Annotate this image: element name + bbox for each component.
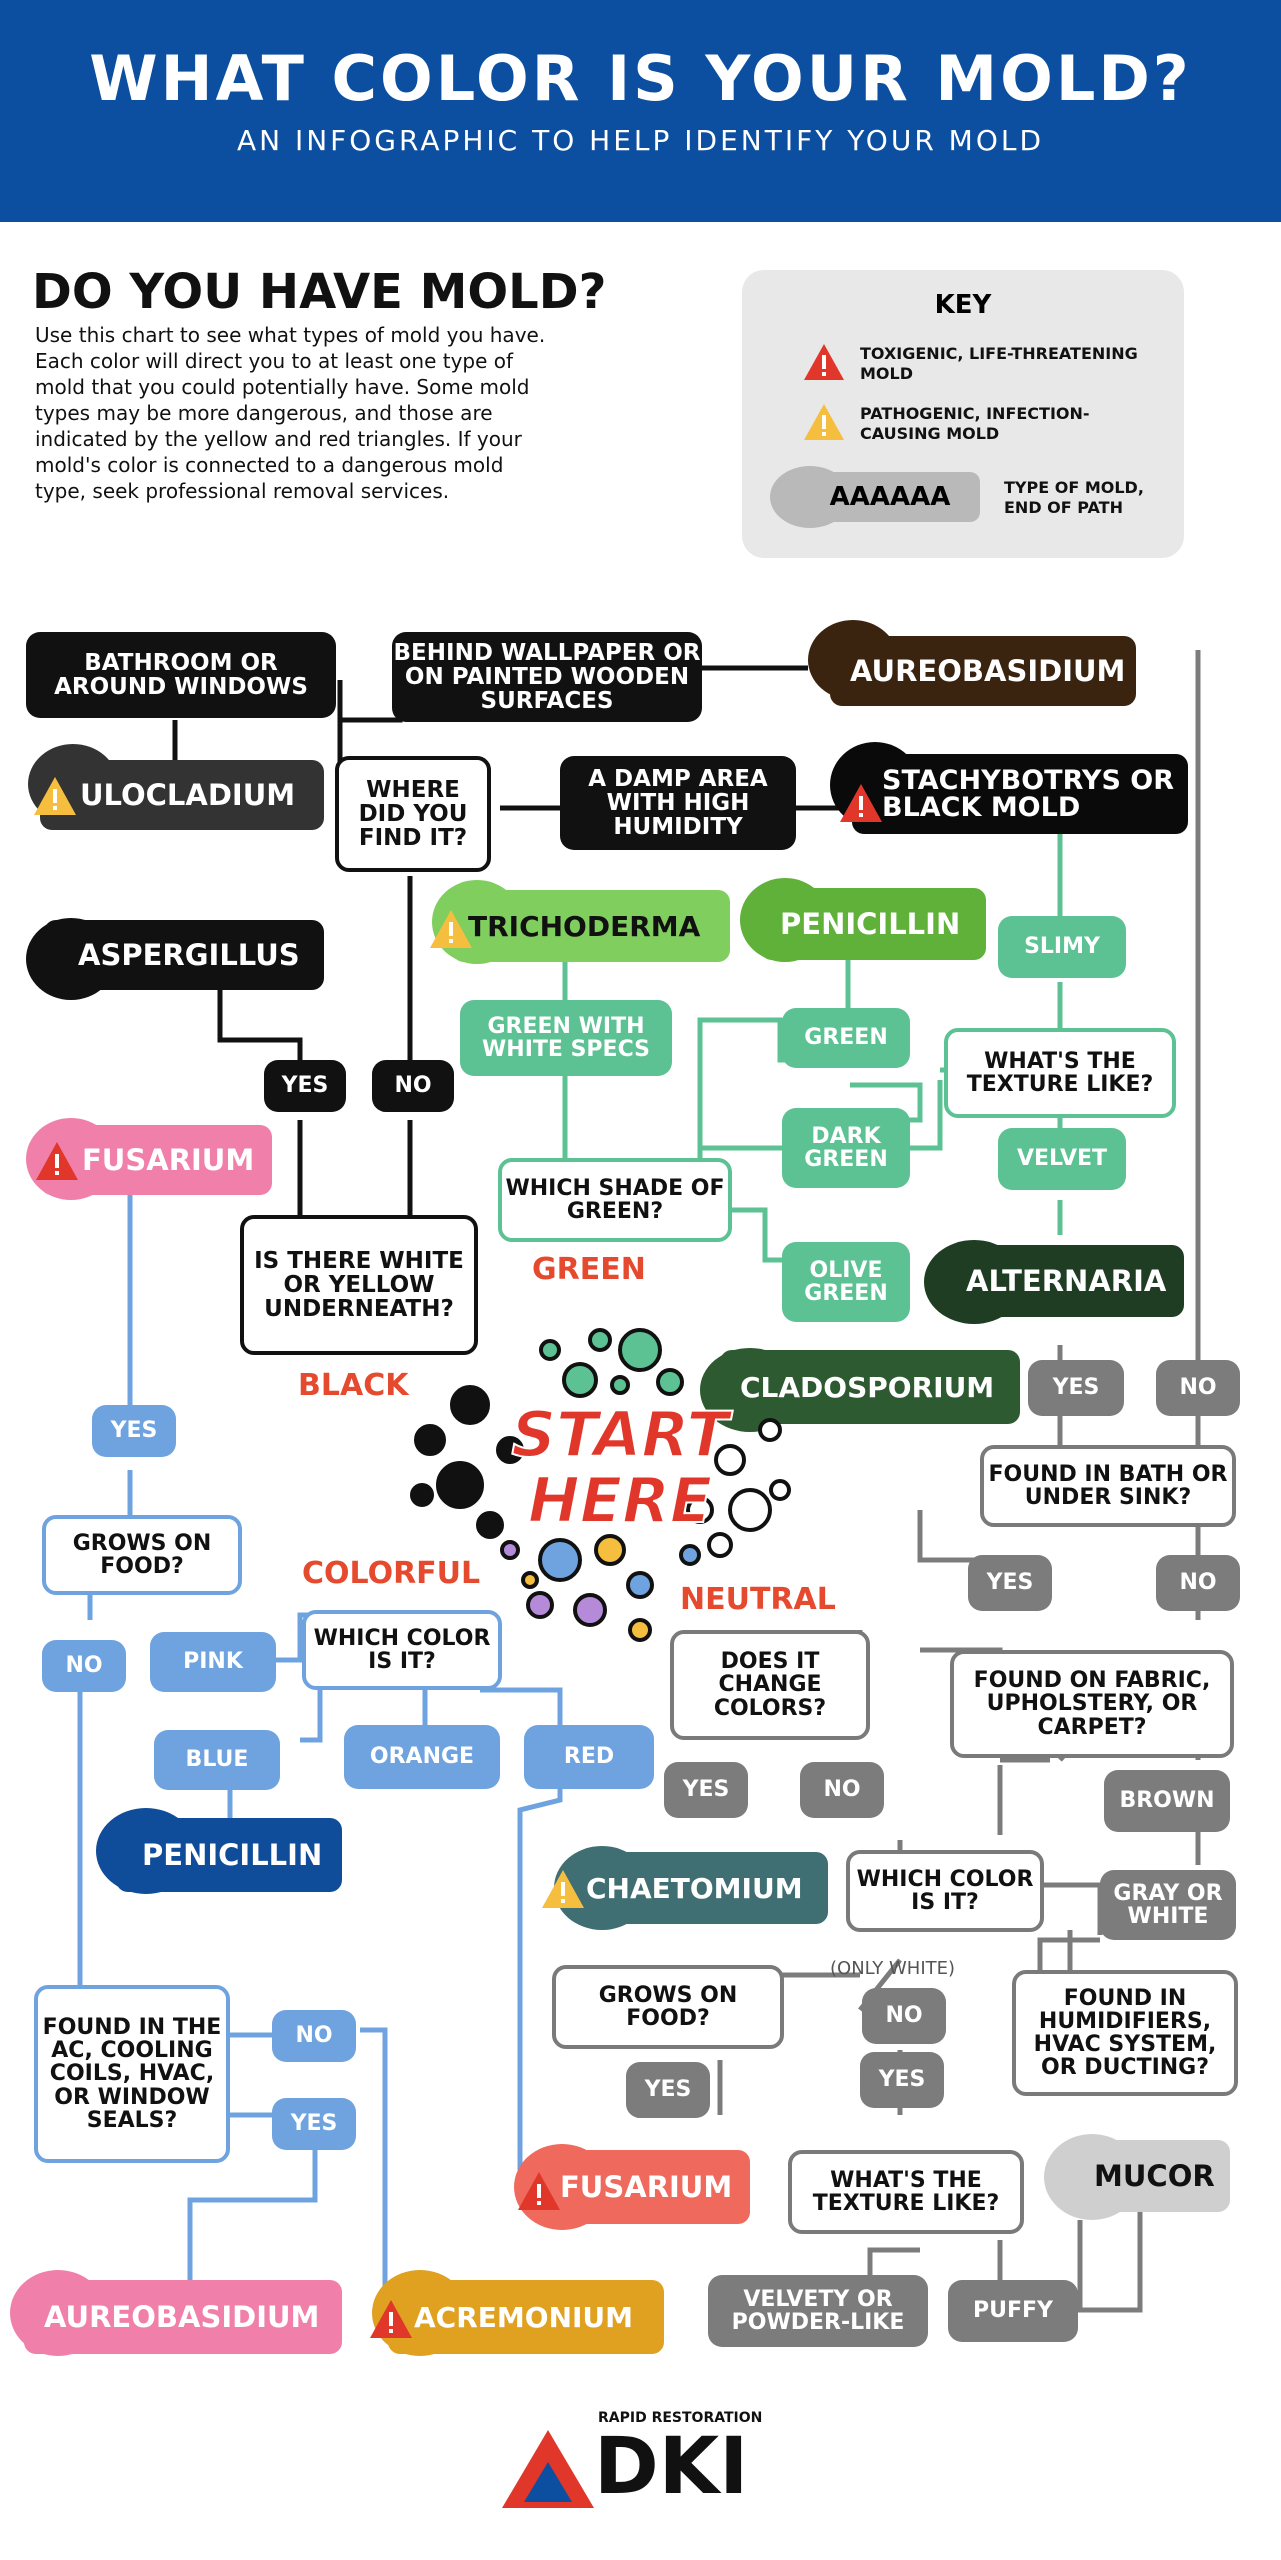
start-line1: START bbox=[510, 1398, 729, 1471]
only-white-note: (ONLY WHITE) bbox=[830, 1958, 956, 1979]
page-title: WHAT COLOR IS YOUR MOLD? bbox=[89, 42, 1192, 115]
node-red: RED bbox=[524, 1725, 654, 1789]
key-heading: KEY bbox=[934, 290, 992, 320]
node-white-yellow-underneath: IS THERE WHITE OR YELLOW UNDERNEATH? bbox=[240, 1215, 478, 1355]
intro-heading: DO YOU HAVE MOLD? bbox=[32, 264, 607, 320]
node-texture-neutral: WHAT'S THE TEXTURE LIKE? bbox=[788, 2150, 1024, 2234]
red-warning-icon bbox=[804, 344, 844, 380]
node-found-fabric: FOUND ON FABRIC, UPHOLSTERY, OR CARPET? bbox=[950, 1650, 1234, 1758]
label-colorful: COLORFUL bbox=[302, 1556, 481, 1591]
node-grows-on-food-colorful: GROWS ON FOOD? bbox=[42, 1515, 242, 1595]
node-humidifiers-yes: YES bbox=[860, 2052, 944, 2108]
mold-acremonium: ACREMONIUM bbox=[388, 2280, 664, 2354]
node-dark-green: DARK GREEN bbox=[782, 1108, 910, 1188]
mold-aureobasidium-top: AUREOBASIDIUM bbox=[830, 636, 1136, 706]
node-bath-no: NO bbox=[1156, 1360, 1240, 1416]
node-ac-yes: YES bbox=[272, 2098, 356, 2150]
node-puffy: PUFFY bbox=[948, 2280, 1078, 2342]
mold-aureobasidium-bottom: AUREOBASIDIUM bbox=[24, 2280, 342, 2354]
mold-alternaria: ALTERNARIA bbox=[946, 1245, 1184, 1317]
dki-logo: RAPID RESTORATION DKI bbox=[500, 2410, 800, 2510]
mold-fusarium-pink: FUSARIUM bbox=[40, 1125, 272, 1195]
node-which-shade-green: WHICH SHADE OF GREEN? bbox=[498, 1158, 732, 1242]
yellow-warning-icon bbox=[34, 777, 76, 815]
node-humidifiers-no: NO bbox=[862, 1988, 946, 2044]
node-orange: ORANGE bbox=[344, 1725, 500, 1789]
key-panel: KEY TOXIGENIC, LIFE-THREATENING MOLD PAT… bbox=[742, 270, 1184, 558]
node-fabric-yes: YES bbox=[968, 1555, 1052, 1611]
node-change-no: NO bbox=[800, 1762, 884, 1818]
header-banner: WHAT COLOR IS YOUR MOLD? AN INFOGRAPHIC … bbox=[0, 0, 1281, 222]
node-where-found: WHERE DID YOU FIND IT? bbox=[335, 756, 491, 872]
node-food-yes-neutral: YES bbox=[626, 2062, 710, 2118]
node-green-white-specs: GREEN WITH WHITE SPECS bbox=[460, 1000, 672, 1076]
yellow-warning-icon bbox=[542, 1870, 584, 1908]
node-damp-area: A DAMP AREA WITH HIGH HUMIDITY bbox=[560, 756, 796, 850]
yellow-warning-icon bbox=[804, 404, 844, 440]
node-velvety-powder: VELVETY OR POWDER-LIKE bbox=[708, 2275, 928, 2347]
key-sample-pill: AAAAAA bbox=[800, 472, 980, 522]
red-warning-icon bbox=[370, 2300, 412, 2338]
mold-penicillin-blue: PENICILLIN bbox=[116, 1818, 342, 1892]
node-gray-white: GRAY OR WHITE bbox=[1100, 1870, 1236, 1940]
mold-cladosporium: CLADOSPORIUM bbox=[720, 1350, 1020, 1424]
node-green: GREEN bbox=[782, 1008, 910, 1068]
start-here-bubbles bbox=[410, 1328, 791, 1642]
node-bathroom-windows: BATHROOM OR AROUND WINDOWS bbox=[26, 632, 336, 718]
mold-aspergillus: ASPERGILLUS bbox=[44, 920, 324, 990]
node-change-colors: DOES IT CHANGE COLORS? bbox=[670, 1630, 870, 1740]
red-warning-icon bbox=[36, 1142, 78, 1180]
logo-brand: DKI bbox=[594, 2422, 749, 2512]
start-line2: HERE bbox=[527, 1464, 713, 1537]
node-underneath-no: NO bbox=[372, 1060, 454, 1112]
mold-mucor: MUCOR bbox=[1060, 2140, 1230, 2212]
node-food-no: NO bbox=[42, 1640, 126, 1692]
node-food-yes: YES bbox=[92, 1405, 176, 1457]
node-blue: BLUE bbox=[154, 1730, 280, 1790]
node-texture-green: WHAT'S THE TEXTURE LIKE? bbox=[944, 1028, 1176, 1118]
node-fabric-no: NO bbox=[1156, 1555, 1240, 1611]
node-found-humidifiers: FOUND IN HUMIDIFIERS, HVAC SYSTEM, OR DU… bbox=[1012, 1970, 1238, 2096]
key-sample-desc: TYPE OF MOLD, END OF PATH bbox=[1004, 478, 1144, 517]
node-pink: PINK bbox=[150, 1632, 276, 1692]
start-here: START HERE bbox=[470, 1398, 770, 1537]
node-found-bath-sink: FOUND IN BATH OR UNDER SINK? bbox=[980, 1445, 1236, 1527]
node-found-ac: FOUND IN THE AC, COOLING COILS, HVAC, OR… bbox=[34, 1985, 230, 2163]
node-which-color-colorful: WHICH COLOR IS IT? bbox=[302, 1610, 502, 1690]
node-ac-no: NO bbox=[272, 2010, 356, 2062]
node-brown: BROWN bbox=[1104, 1770, 1230, 1832]
key-red-text: TOXIGENIC, LIFE-THREATENING MOLD bbox=[860, 344, 1138, 383]
mold-chaetomium: CHAETOMIUM bbox=[570, 1852, 828, 1924]
node-behind-wallpaper: BEHIND WALLPAPER OR ON PAINTED WOODEN SU… bbox=[392, 632, 702, 722]
node-grows-on-food-neutral: GROWS ON FOOD? bbox=[552, 1965, 784, 2049]
node-olive-green: OLIVE GREEN bbox=[782, 1242, 910, 1322]
node-underneath-yes: YES bbox=[264, 1060, 346, 1112]
mold-penicillin-green: PENICILLIN bbox=[760, 888, 986, 960]
red-warning-icon bbox=[518, 2172, 560, 2210]
node-which-color-neutral: WHICH COLOR IS IT? bbox=[846, 1850, 1044, 1932]
node-change-yes: YES bbox=[664, 1762, 748, 1818]
wind-fire-water-triangle-icon bbox=[502, 2430, 594, 2508]
mold-ulocladium: ULOCLADIUM bbox=[40, 760, 324, 830]
page-subtitle: AN INFOGRAPHIC TO HELP IDENTIFY YOUR MOL… bbox=[236, 124, 1045, 157]
label-black: BLACK bbox=[298, 1368, 409, 1403]
mold-trichoderma: TRICHODERMA bbox=[452, 890, 730, 962]
node-velvet: VELVET bbox=[998, 1128, 1126, 1190]
node-slimy: SLIMY bbox=[998, 916, 1126, 978]
label-green: GREEN bbox=[532, 1252, 646, 1287]
red-warning-icon bbox=[840, 784, 882, 822]
yellow-warning-icon bbox=[430, 910, 472, 948]
mold-stachybotrys: STACHYBOTRYS OR BLACK MOLD bbox=[852, 754, 1188, 834]
intro-body: Use this chart to see what types of mold… bbox=[35, 323, 546, 503]
logo-tagline: RAPID RESTORATION bbox=[598, 2410, 763, 2426]
label-neutral: NEUTRAL bbox=[680, 1582, 836, 1617]
key-yellow-text: PATHOGENIC, INFECTION-CAUSING MOLD bbox=[860, 404, 1090, 443]
mold-fusarium-red: FUSARIUM bbox=[530, 2150, 750, 2224]
node-bath-yes: YES bbox=[1028, 1360, 1124, 1416]
